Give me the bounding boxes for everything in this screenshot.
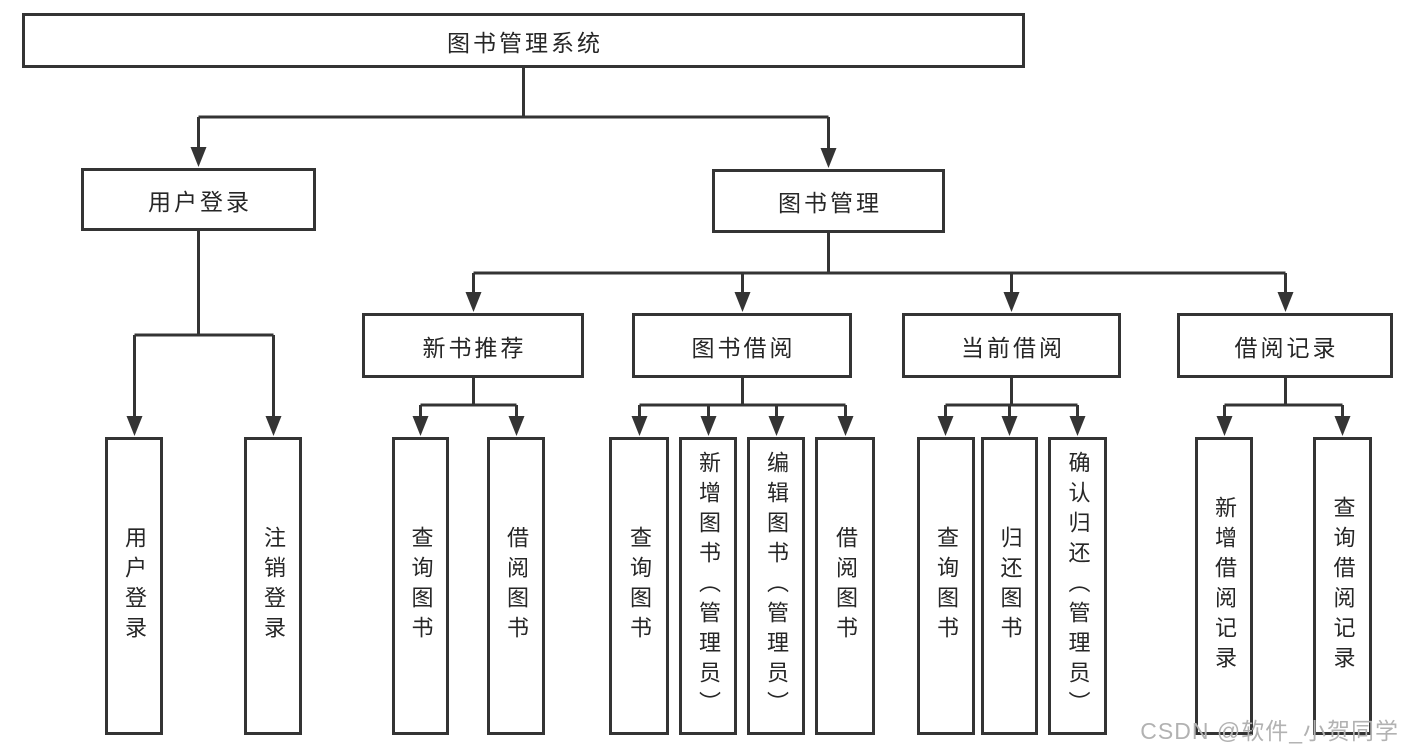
connector-path: [472, 233, 1287, 296]
node-borrow-records: 借阅记录: [1177, 313, 1393, 378]
connector-current-borrow-children: [937, 378, 1086, 436]
leaf-records-query-record: 查询借阅记录: [1313, 437, 1372, 735]
leaf-label: 归还图书: [997, 526, 1023, 646]
connector-root-to-level2: [190, 68, 837, 168]
node-book-borrow: 图书借阅: [632, 313, 852, 378]
arrow-down-icon: [768, 416, 785, 436]
arrow-down-icon: [190, 147, 207, 167]
arrow-down-icon: [820, 148, 837, 168]
connector-new-book-recommend-children: [412, 378, 525, 436]
leaf-label: 注销登录: [261, 526, 286, 646]
arrow-down-icon: [1069, 416, 1086, 436]
node-root: 图书管理系统: [22, 13, 1025, 68]
leaf-recommend-borrow-book: 借阅图书: [487, 437, 545, 735]
leaf-borrow-borrow-book: 借阅图书: [815, 437, 875, 735]
leaf-label: 借阅图书: [833, 526, 858, 646]
leaf-label: 查询图书: [627, 526, 652, 646]
node-user-login: 用户登录: [81, 168, 316, 231]
connector-book-borrow-children: [631, 378, 854, 436]
arrow-down-icon: [265, 416, 282, 436]
leaf-label: 用户登录: [122, 526, 147, 646]
connector-book-management-children: [465, 233, 1294, 312]
arrow-down-icon: [937, 416, 954, 436]
leaf-current-return-book: 归还图书: [981, 437, 1038, 735]
leaf-current-confirm-return-admin: 确认归还（管理员）: [1048, 437, 1107, 735]
connector-user-login-children: [126, 231, 282, 436]
leaf-label: 借阅图书: [504, 526, 529, 646]
arrow-down-icon: [465, 292, 482, 312]
leaf-logout: 注销登录: [244, 437, 302, 735]
connector-path: [1223, 378, 1344, 420]
arrow-down-icon: [508, 416, 525, 436]
leaf-label: 新增图书（管理员）: [696, 451, 721, 721]
leaf-label: 查询借阅记录: [1330, 496, 1356, 676]
leaf-borrow-query-book: 查询图书: [609, 437, 669, 735]
node-current-borrow: 当前借阅: [902, 313, 1121, 378]
leaf-current-query-book: 查询图书: [917, 437, 975, 735]
arrow-down-icon: [837, 416, 854, 436]
leaf-borrow-edit-book-admin: 编辑图书（管理员）: [747, 437, 805, 735]
arrow-down-icon: [1334, 416, 1351, 436]
leaf-records-add-record: 新增借阅记录: [1195, 437, 1253, 735]
arrow-down-icon: [1216, 416, 1233, 436]
arrow-down-icon: [700, 416, 717, 436]
arrow-down-icon: [126, 416, 143, 436]
leaf-label: 新增借阅记录: [1212, 496, 1237, 676]
arrow-down-icon: [1003, 292, 1020, 312]
connector-path: [133, 231, 275, 420]
arrow-down-icon: [631, 416, 648, 436]
leaf-borrow-add-book-admin: 新增图书（管理员）: [679, 437, 737, 735]
arrow-down-icon: [412, 416, 429, 436]
arrow-down-icon: [1277, 292, 1294, 312]
leaf-recommend-query-book: 查询图书: [392, 437, 449, 735]
connector-path: [638, 378, 847, 420]
connector-path: [419, 378, 518, 420]
connector-path: [944, 378, 1079, 420]
leaf-label: 查询图书: [934, 526, 959, 646]
node-new-book-recommend: 新书推荐: [362, 313, 584, 378]
connector-path: [197, 68, 830, 152]
node-book-management: 图书管理: [712, 169, 945, 233]
arrow-down-icon: [1001, 416, 1018, 436]
arrow-down-icon: [734, 292, 751, 312]
csdn-watermark: CSDN @软件_小贺同学: [1140, 718, 1399, 744]
leaf-label: 编辑图书（管理员）: [764, 451, 789, 721]
leaf-label: 确认归还（管理员）: [1065, 451, 1091, 721]
leaf-label: 查询图书: [408, 526, 434, 646]
leaf-user-login: 用户登录: [105, 437, 163, 735]
connector-borrow-records-children: [1216, 378, 1351, 436]
